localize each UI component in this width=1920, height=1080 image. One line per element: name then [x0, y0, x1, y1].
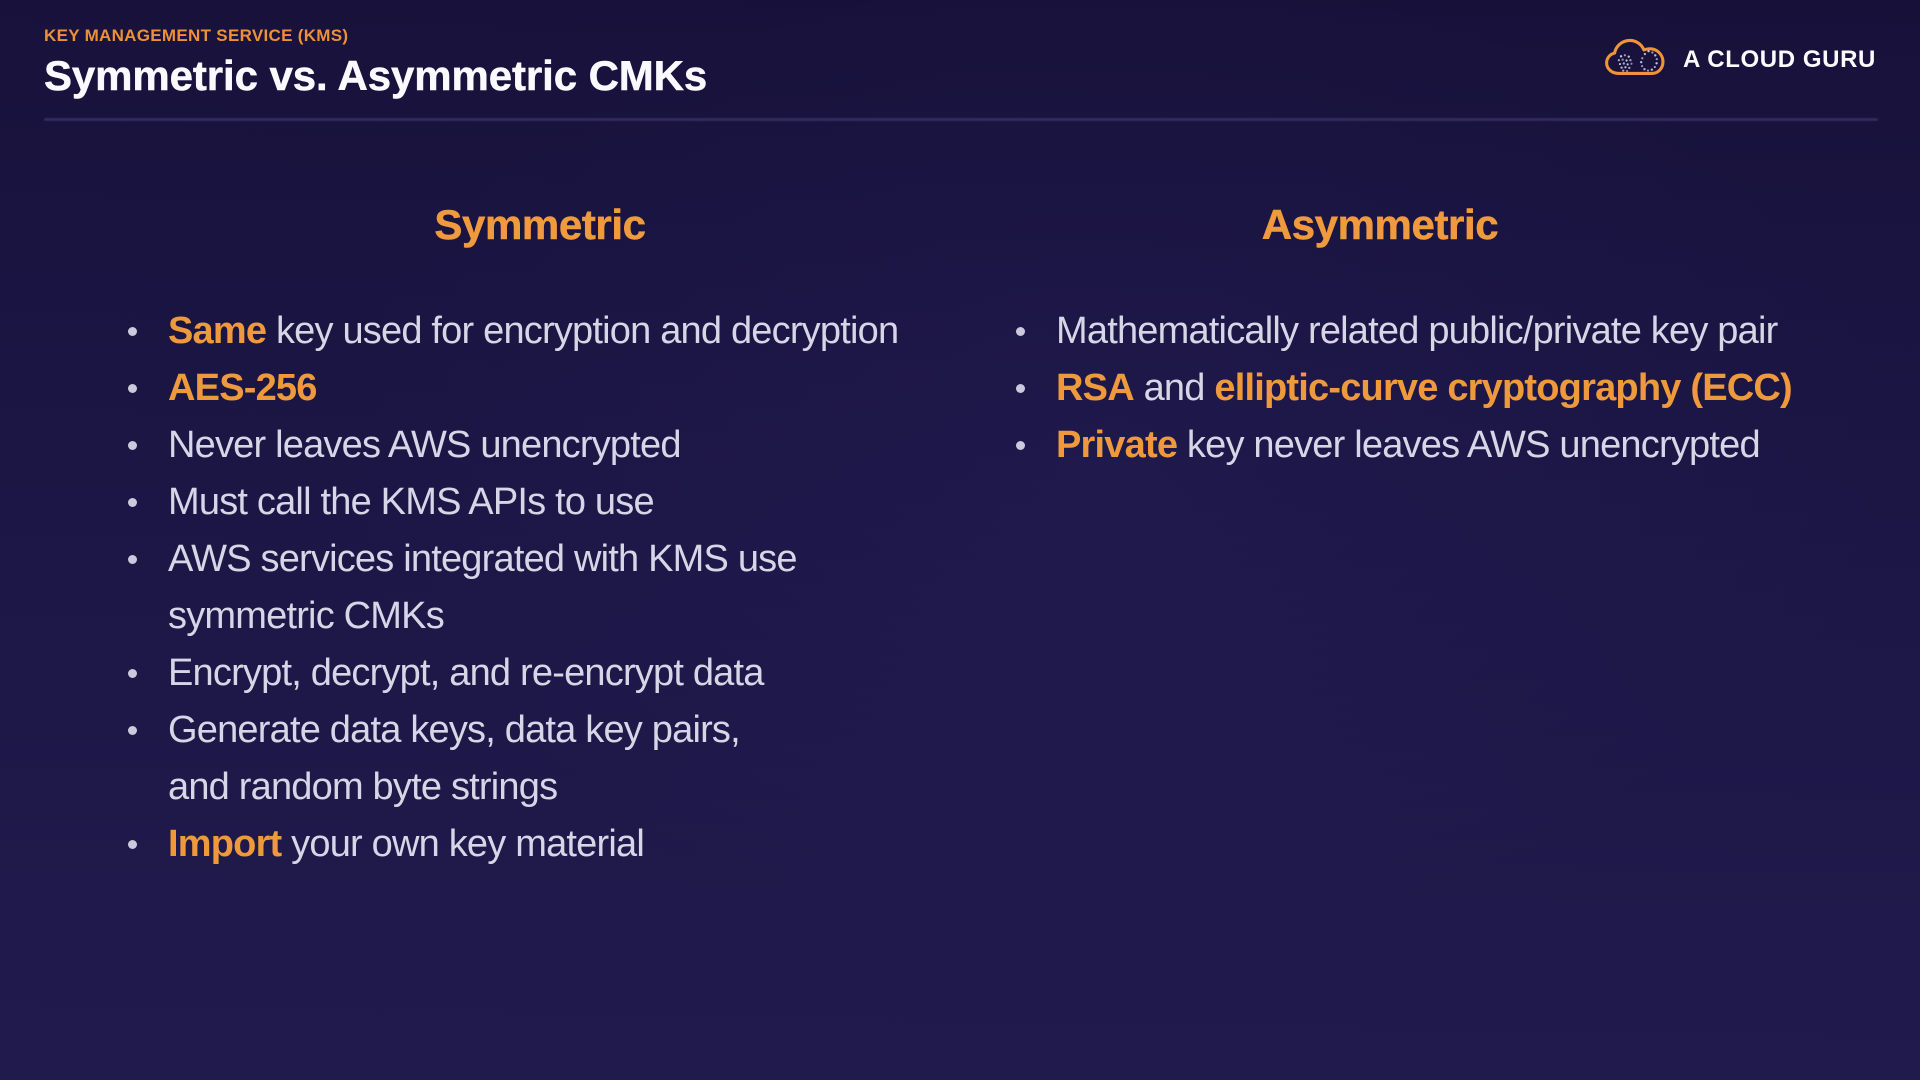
eyebrow-label: KEY MANAGEMENT SERVICE (KMS): [44, 26, 349, 45]
brand-name: A CLOUD GURU: [1683, 46, 1876, 73]
highlighted-term: Private: [1056, 424, 1178, 466]
bullet-text: Must call the KMS APIs to use: [168, 481, 655, 523]
brand-logo: A CLOUD GURU: [1604, 36, 1894, 82]
page-title: Symmetric vs. Asymmetric CMKs: [44, 52, 708, 100]
bullet-text: Never leaves AWS unencrypted: [168, 424, 681, 466]
bullet-text: and: [1133, 367, 1215, 409]
bullet-text: Generate data keys, data key pairs,: [168, 709, 741, 751]
bullet-line: Never leaves AWS unencrypted: [127, 417, 898, 474]
bullet-line: AES-256: [127, 360, 898, 417]
highlighted-term: elliptic-curve cryptography (ECC): [1214, 367, 1792, 409]
bullet-line: Mathematically related public/private ke…: [1016, 303, 1792, 360]
bullet-text: Mathematically related public/private ke…: [1056, 310, 1778, 352]
bullet-text: your own key material: [281, 823, 645, 865]
bullet-line: Import your own key material: [127, 816, 898, 873]
bullet-text: key used for encryption and decryption: [266, 310, 899, 352]
highlighted-term: RSA: [1056, 367, 1135, 409]
bullet-line: Encrypt, decrypt, and re-encrypt data: [127, 645, 898, 702]
symmetric-bullet-list: Same key used for encryption and decrypt…: [127, 303, 899, 873]
header-divider: [44, 118, 1878, 121]
column-heading-asymmetric: Asymmetric: [1261, 201, 1499, 249]
bullet-line: RSA and elliptic-curve cryptography (ECC…: [1016, 360, 1793, 417]
bullet-text: AWS services integrated with KMS use: [168, 538, 798, 580]
bullet-line: Generate data keys, data key pairs,: [127, 702, 898, 759]
bullet-line: Must call the KMS APIs to use: [127, 474, 898, 531]
bullet-line: Private key never leaves AWS unencrypted: [1016, 417, 1792, 474]
highlighted-term: Same: [168, 310, 267, 352]
cloud-icon: [1605, 38, 1665, 75]
bullet-line: Same key used for encryption and decrypt…: [127, 303, 899, 360]
bullet-line: AWS services integrated with KMS use: [127, 531, 898, 588]
bullet-continuation-line: symmetric CMKs: [168, 588, 898, 645]
bullet-text: symmetric CMKs: [168, 595, 445, 637]
highlighted-term: AES-256: [168, 367, 317, 409]
column-heading-symmetric: Symmetric: [434, 201, 646, 249]
highlighted-term: Import: [168, 823, 282, 865]
bullet-text: and random byte strings: [168, 766, 558, 808]
bullet-continuation-line: and random byte strings: [168, 759, 898, 816]
bullet-text: Encrypt, decrypt, and re-encrypt data: [168, 652, 764, 694]
bullet-text: key never leaves AWS unencrypted: [1177, 424, 1761, 466]
asymmetric-bullet-list: Mathematically related public/private ke…: [1016, 303, 1793, 474]
